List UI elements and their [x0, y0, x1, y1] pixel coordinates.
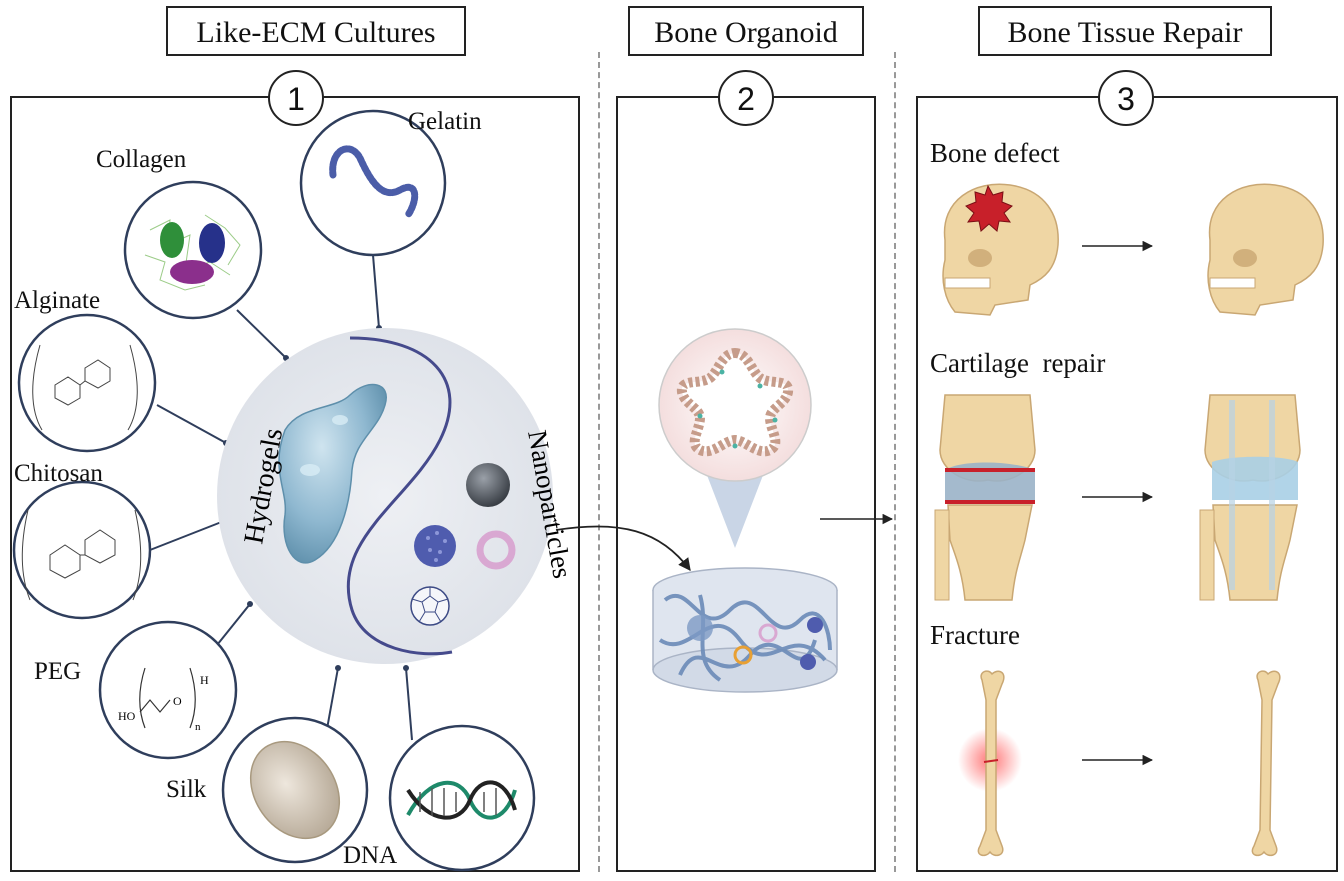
skull-defect [942, 183, 1059, 316]
defect-burst [965, 184, 1013, 232]
divider-left [598, 52, 600, 872]
step-3-circle: 3 [1098, 70, 1154, 126]
label-gelatin: Gelatin [408, 108, 482, 135]
header-bone-tissue-repair: Bone Tissue Repair [978, 6, 1272, 56]
dna-circle [388, 724, 536, 872]
collagen-circle [123, 180, 263, 320]
hydrogel-blob [278, 383, 387, 564]
label-cartilage-repair: Cartilage repair [930, 348, 1106, 378]
nanoparticle-dotted [414, 525, 456, 567]
header-like-ecm-cultures: Like-ECM Cultures [166, 6, 466, 56]
knee-damaged [934, 394, 1036, 601]
alginate-circle [17, 313, 157, 453]
header-bone-organoid: Bone Organoid [628, 6, 864, 56]
divider-right [894, 52, 896, 872]
label-collagen: Collagen [96, 146, 187, 173]
skull-healed [1207, 183, 1324, 316]
arrow-to-organoid [555, 525, 691, 572]
label-fracture: Fracture [930, 620, 1020, 650]
peg-formula-h: H [200, 673, 209, 687]
label-silk: Silk [166, 776, 207, 803]
nanoparticle-ring [476, 530, 516, 570]
peg-formula-n: n [195, 721, 201, 733]
bone-fractured [958, 670, 1022, 857]
knee-repaired [1199, 394, 1301, 601]
step-2-circle: 2 [718, 70, 774, 126]
nanoparticle-dark [466, 463, 510, 507]
peg-formula-o: O [173, 694, 182, 708]
step-1-circle: 1 [268, 70, 324, 126]
peg-formula-ho: HO [118, 709, 136, 723]
center-disc [217, 328, 553, 664]
label-alginate: Alginate [14, 287, 101, 314]
label-bone-defect: Bone defect [930, 138, 1060, 168]
label-dna: DNA [343, 842, 398, 869]
s-divider [346, 336, 453, 656]
label-chitosan: Chitosan [14, 460, 103, 487]
label-peg: PEG [34, 658, 82, 685]
organoid-callout-cone [705, 470, 765, 548]
chitosan-circle [12, 480, 152, 620]
bone-healed [1251, 670, 1281, 857]
peg-circle [98, 620, 238, 760]
